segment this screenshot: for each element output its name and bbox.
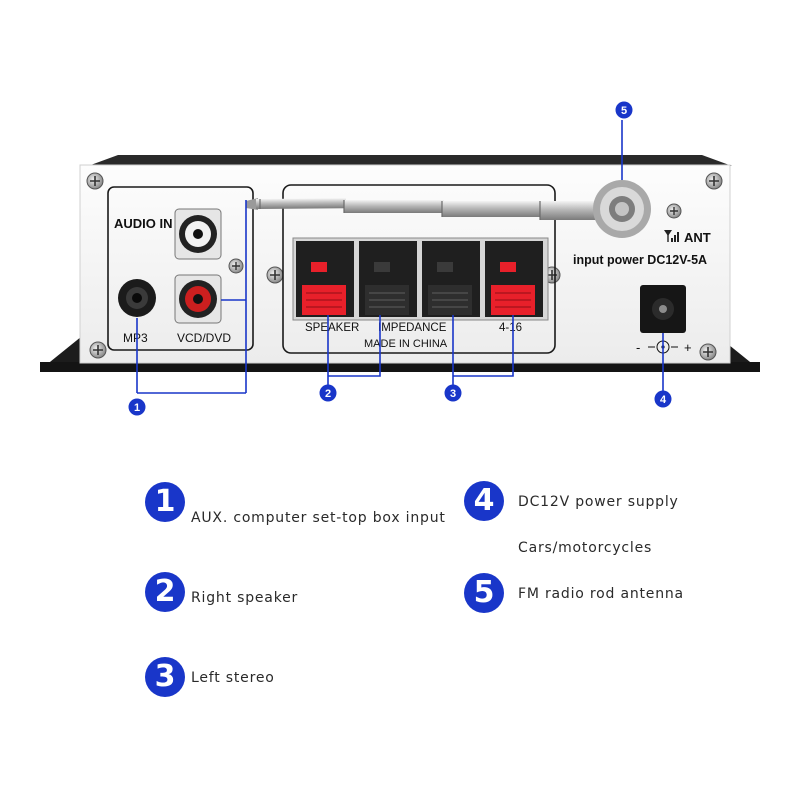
callout-badge-5: 5	[615, 101, 633, 119]
speaker-section-frame	[282, 184, 556, 354]
speaker-terminal-black[interactable]	[428, 262, 472, 315]
vcd-dvd-label: VCD/DVD	[177, 331, 231, 345]
svg-text:2: 2	[325, 388, 331, 400]
callout-badge-2: 2	[319, 384, 337, 402]
legend-badge-4: 4	[464, 481, 504, 521]
legend-badge-2: 2	[145, 572, 185, 612]
callout-badge-1: 1	[128, 398, 146, 416]
svg-text:4: 4	[660, 394, 667, 406]
dc-power-jack[interactable]	[640, 285, 686, 333]
svg-text:5: 5	[621, 105, 627, 117]
mp3-label: MP3	[123, 331, 148, 345]
rca-jack-red[interactable]	[174, 274, 222, 324]
antenna-rod[interactable]	[246, 198, 600, 220]
antenna-mount[interactable]	[593, 180, 651, 238]
impedance-label: IMPEDANCE	[378, 322, 447, 334]
legend-badge-5: 5	[464, 573, 504, 613]
speaker-terminal-red[interactable]	[491, 262, 535, 315]
screw-icon	[666, 203, 682, 219]
legend-text-3: Left stereo	[191, 670, 275, 686]
screw-icon	[228, 258, 244, 274]
legend-text-4: DC12V power supply	[518, 494, 679, 510]
input-power-label: input power DC12V-5A	[573, 253, 707, 267]
screw-icon	[699, 343, 717, 361]
callout-badge-4: 4	[654, 390, 672, 408]
signal-icon	[664, 230, 679, 242]
speaker-terminal-red[interactable]	[302, 262, 346, 315]
legend-badge-1: 1	[145, 482, 185, 522]
speaker-label: SPEAKER	[305, 322, 359, 334]
svg-text:1: 1	[134, 402, 140, 414]
audio-in-label: AUDIO IN	[114, 216, 173, 231]
speaker-terminal-black[interactable]	[365, 262, 409, 315]
mp3-jack[interactable]	[118, 279, 156, 317]
screw-icon	[705, 172, 723, 190]
screw-icon	[86, 172, 104, 190]
ant-label: ANT	[684, 230, 711, 245]
polarity-plus-label: +	[684, 340, 692, 355]
legend-subtext-4: Cars/motorcycles	[518, 540, 653, 556]
legend-text-5: FM radio rod antenna	[518, 586, 684, 602]
rca-jack-white[interactable]	[174, 208, 222, 260]
legend-badge-3: 3	[145, 657, 185, 697]
legend-text-1: AUX. computer set-top box input	[191, 510, 446, 526]
screw-icon	[89, 341, 107, 359]
polarity-minus-label: -	[636, 340, 640, 355]
impedance-value-label: 4-16	[499, 322, 522, 334]
callout-badge-3: 3	[444, 384, 462, 402]
legend-text-2: Right speaker	[191, 590, 299, 606]
amplifier-rear-panel: AUDIO IN MP3 VCD/DVD	[40, 101, 760, 416]
svg-text:3: 3	[450, 388, 456, 400]
audio-section-frame	[107, 186, 254, 351]
heatsink-base	[40, 155, 760, 372]
screw-icon	[266, 266, 284, 284]
made-in-label: MADE IN CHINA	[364, 338, 448, 350]
